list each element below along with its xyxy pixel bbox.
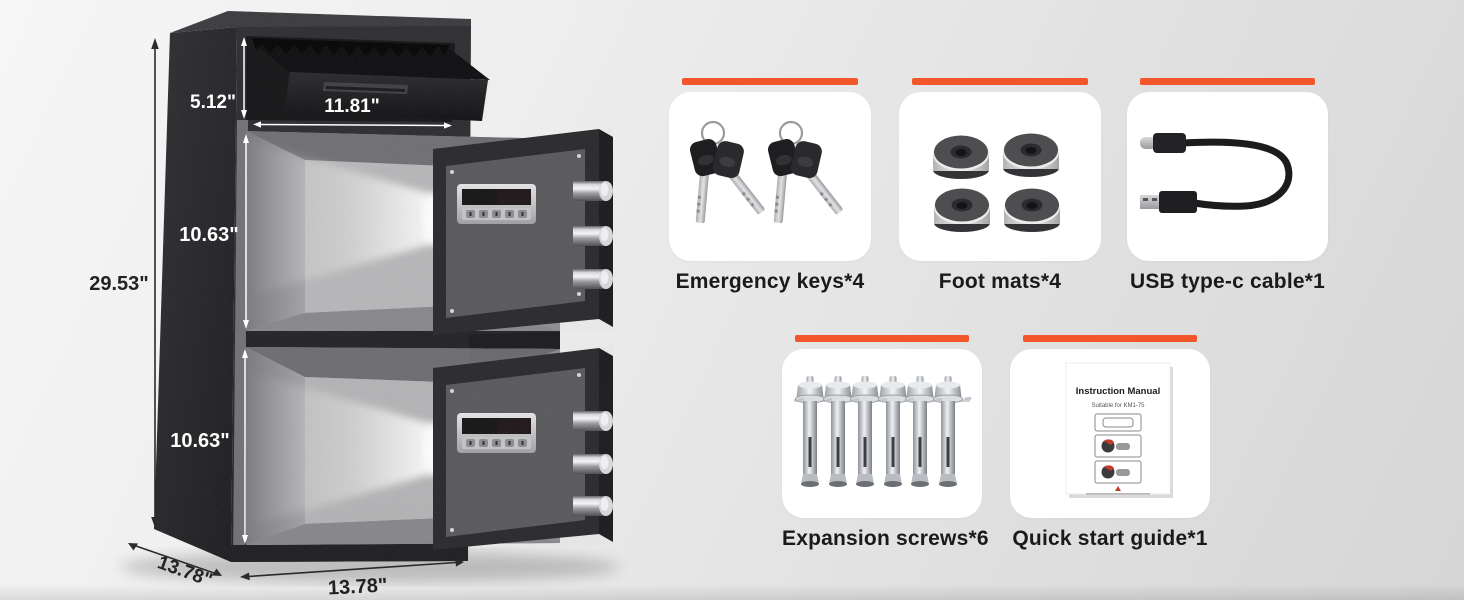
card-expansion-screws bbox=[782, 349, 982, 518]
overall-height-label: 29.53" bbox=[89, 273, 149, 295]
accent-bar bbox=[795, 335, 969, 342]
base-width-label: 13.78" bbox=[327, 574, 388, 599]
manual-subtitle: Suitable for KM1-75 bbox=[1091, 403, 1145, 409]
upper-compartment-label: 10.63" bbox=[179, 224, 239, 246]
accent-bar bbox=[1140, 78, 1315, 85]
slot-width-label: 11.81" bbox=[324, 96, 380, 117]
card-emergency-keys bbox=[669, 92, 871, 261]
usb-c-connector bbox=[1140, 133, 1186, 153]
expansion-screws-icon bbox=[794, 375, 973, 488]
accessory-label: Foot mats*4 bbox=[938, 270, 1062, 293]
dimension-slot-width: 11.81" bbox=[253, 96, 452, 129]
usb-a-connector bbox=[1140, 191, 1197, 213]
foot-mats-icon bbox=[933, 133, 1060, 232]
safe-illustration: 29.53" 13.78" 13.78" 5.12" 11.81" bbox=[0, 0, 660, 600]
warning-triangle-icon bbox=[1115, 486, 1121, 491]
card-usb-cable bbox=[1127, 92, 1328, 261]
accessory-card-expansion-screws: Expansion screws*6 bbox=[782, 335, 989, 551]
accessory-label: Quick start guide*1 bbox=[1012, 527, 1208, 550]
accent-bar bbox=[1023, 335, 1197, 342]
accessory-label: Emergency keys*4 bbox=[675, 270, 865, 293]
metal-texture bbox=[154, 11, 613, 562]
dimension-base-width: 13.78" bbox=[240, 558, 464, 600]
accessory-label: Expansion screws*6 bbox=[782, 527, 989, 550]
cable-wire bbox=[1179, 138, 1293, 210]
manual-diagram-icons bbox=[1101, 439, 1130, 479]
manual-figure-2 bbox=[1094, 434, 1142, 458]
dimension-lower-compartment: 10.63" bbox=[170, 349, 248, 544]
accessory-label: USB type-c cable*1 bbox=[1129, 270, 1325, 293]
accent-bar bbox=[682, 78, 858, 85]
accessory-card-quick-start-guide: Instruction Manual Suitable for KM1-75 bbox=[1010, 335, 1210, 551]
accent-bar bbox=[912, 78, 1088, 85]
dimension-upper-compartment: 10.63" bbox=[179, 134, 249, 329]
accessory-card-foot-mats: Foot mats*4 bbox=[899, 78, 1101, 294]
manual-figure-3 bbox=[1094, 460, 1142, 484]
accessory-card-usb-cable: USB type-c cable*1 bbox=[1127, 78, 1328, 294]
manual-caption-line bbox=[1086, 493, 1150, 495]
dimension-overall-height: 29.53" bbox=[89, 38, 159, 528]
dimension-slot-height: 5.12" bbox=[190, 37, 247, 119]
instruction-manual-icon: Instruction Manual Suitable for KM1-75 bbox=[1065, 362, 1173, 498]
card-foot-mats bbox=[899, 92, 1101, 261]
lower-compartment-label: 10.63" bbox=[170, 430, 230, 452]
slot-height-label: 5.12" bbox=[190, 92, 236, 113]
accessory-card-emergency-keys: Emergency keys*4 bbox=[669, 78, 871, 294]
usb-cable-icon bbox=[1140, 133, 1293, 213]
keys-icon bbox=[687, 120, 845, 225]
card-quick-start-guide: Instruction Manual Suitable for KM1-75 bbox=[1010, 349, 1210, 518]
manual-figure-1 bbox=[1094, 413, 1142, 432]
manual-title: Instruction Manual bbox=[1076, 386, 1160, 397]
